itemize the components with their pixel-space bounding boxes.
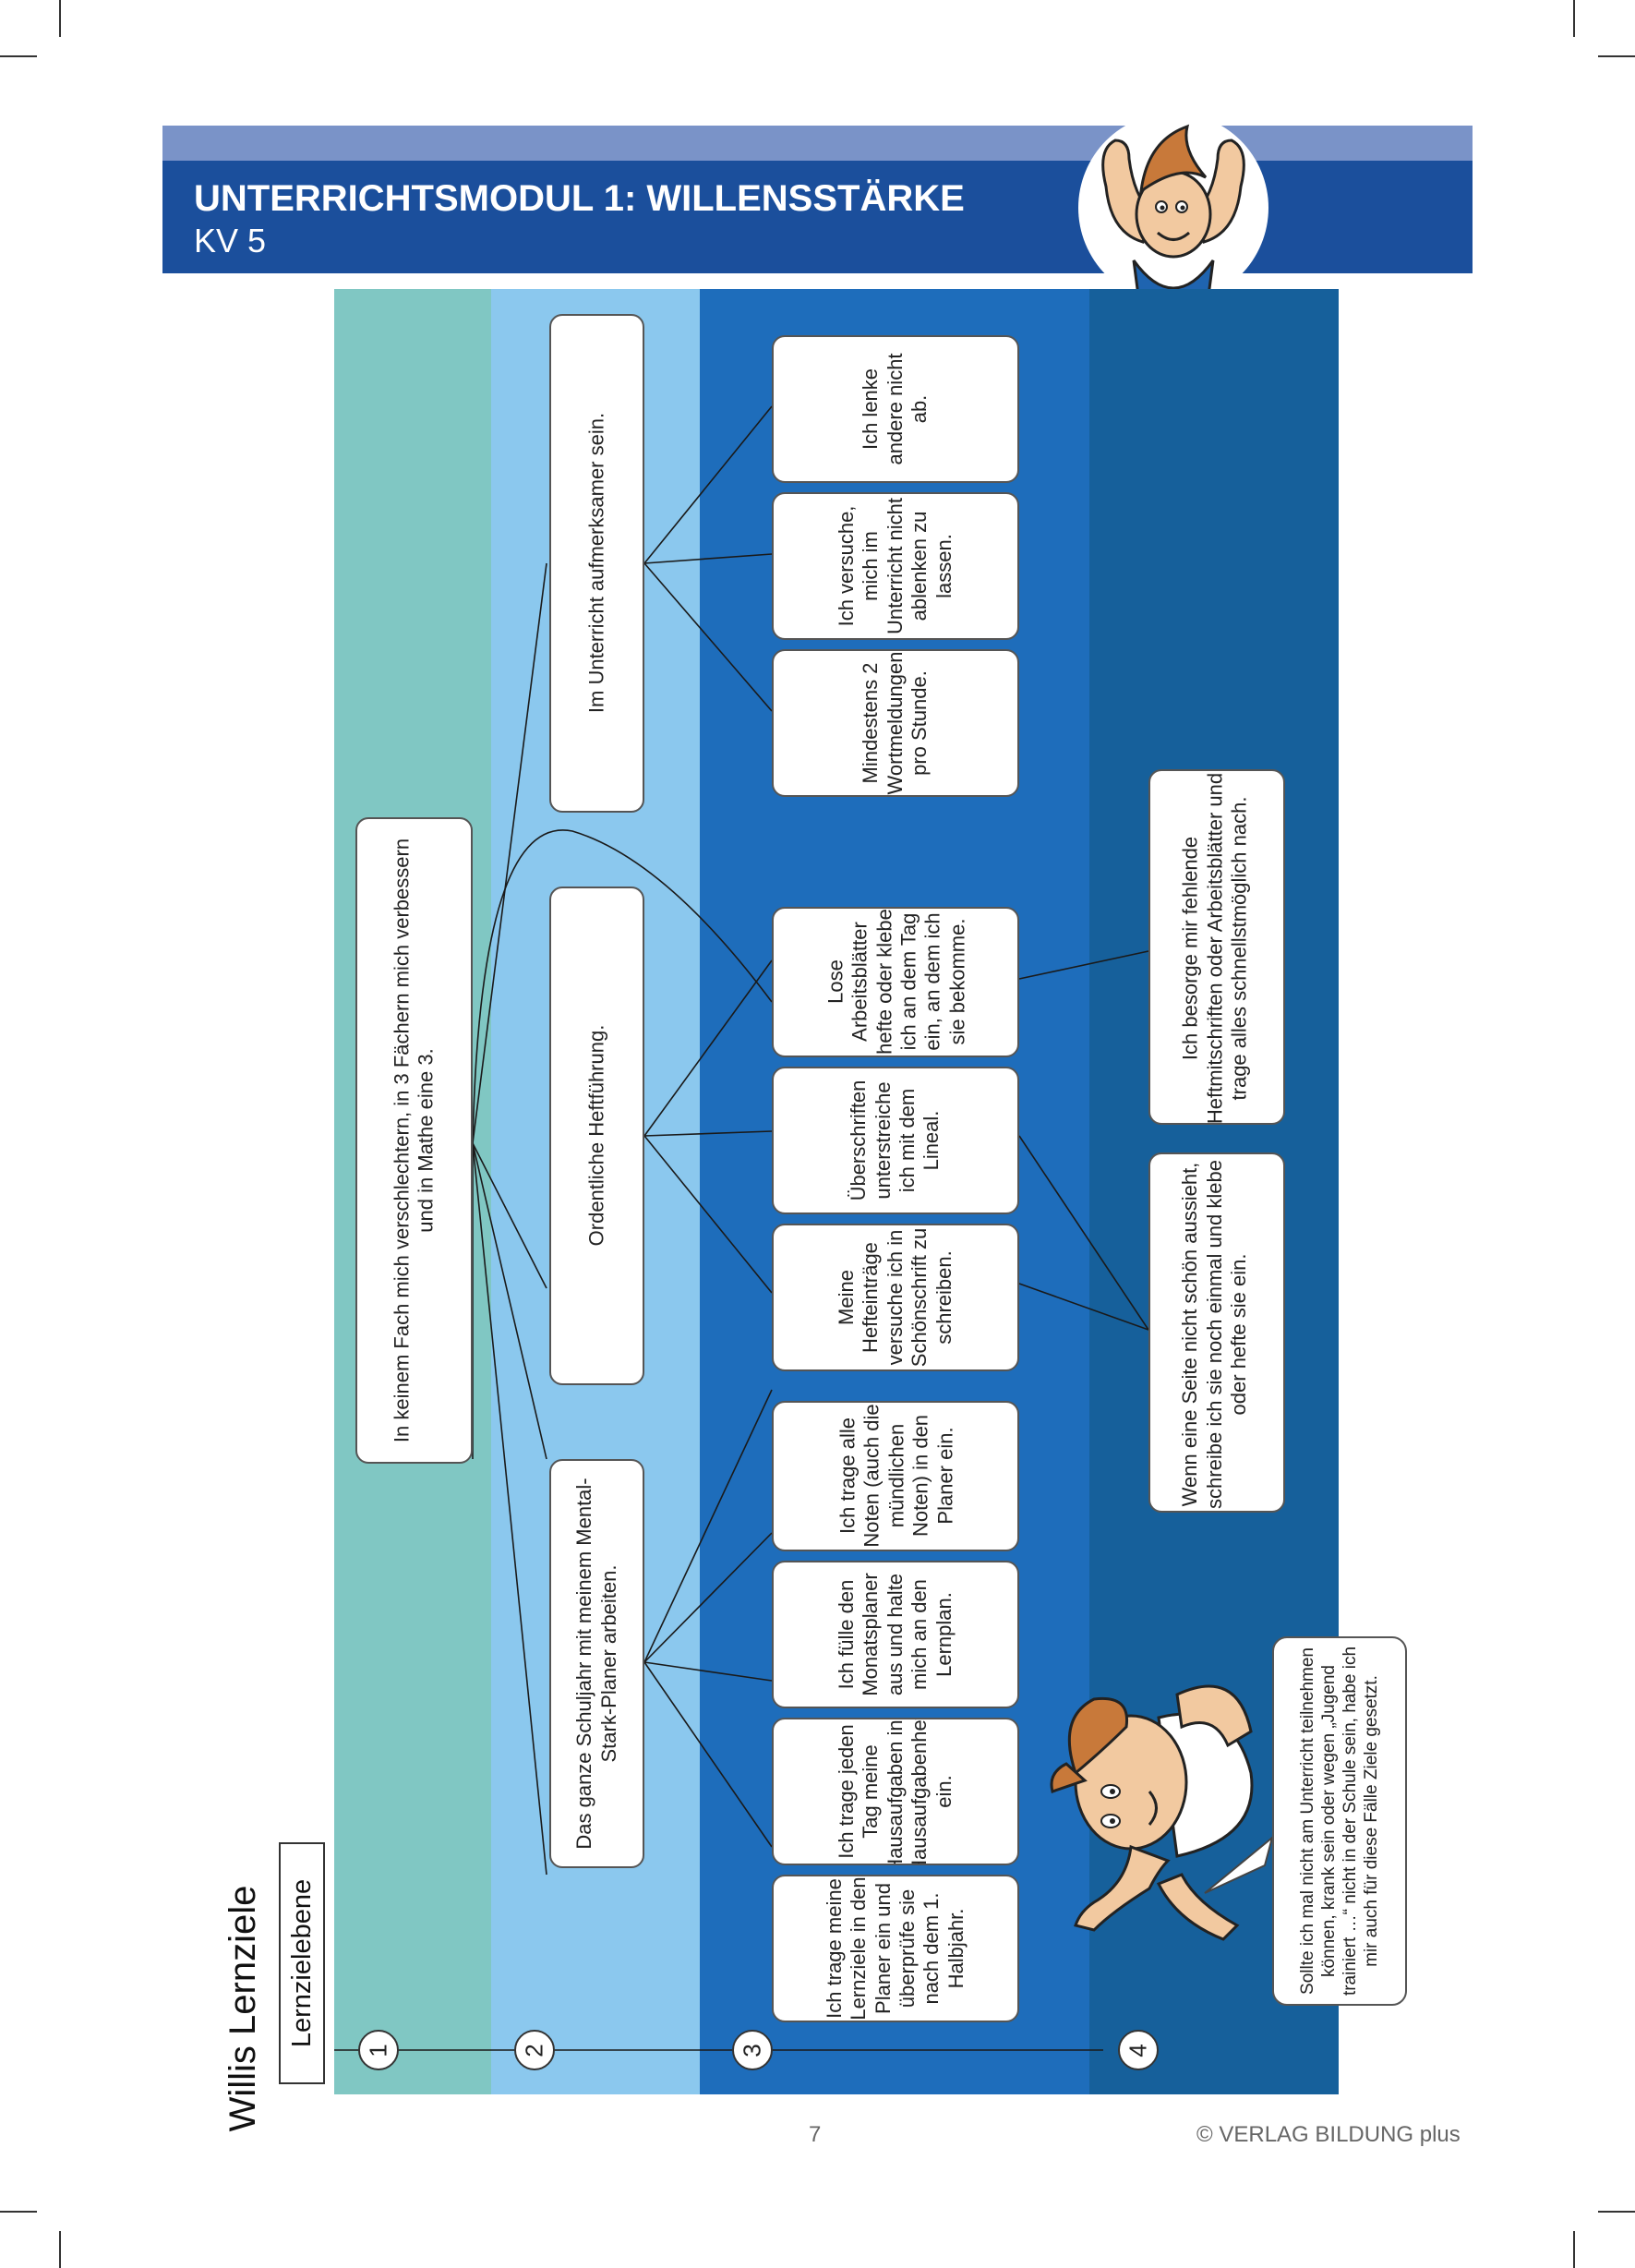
goal-box-level-3: Ich fülle den Monatsplaner aus und halte… (772, 1561, 1019, 1708)
crop-mark (1573, 0, 1575, 37)
page-number: 7 (809, 2122, 822, 2147)
goal-text-level-3: Überschriften unterstreiche ich mit dem … (847, 1080, 944, 1201)
goal-box-level-3: Meine Hefteinträge versuche ich in Schön… (772, 1224, 1019, 1371)
crop-mark (0, 55, 37, 57)
goal-box-level-3: Überschriften unterstreiche ich mit dem … (772, 1067, 1019, 1214)
crop-mark (1598, 55, 1635, 57)
crop-mark (1598, 2211, 1635, 2213)
speech-bubble: Sollte ich mal nicht am Unterricht teiln… (1272, 1636, 1407, 2006)
copyright: © VERLAG BILDUNG plus (1196, 2122, 1461, 2147)
crop-mark (1573, 2231, 1575, 2268)
level-number-4: 4 (1118, 2030, 1159, 2070)
crop-mark (0, 2211, 37, 2213)
goal-text-level-3: Mindestens 2 Wortmeldungen pro Stunde. (859, 651, 932, 795)
module-title: UNTERRICHTSMODUL 1: WILLENSSTÄRKE (194, 178, 965, 219)
goal-text-level-3: Ich fülle den Monatsplaner aus und halte… (835, 1573, 956, 1696)
goal-box-level-2-planner: Das ganze Schuljahr mit meinem Mental-St… (549, 1459, 644, 1868)
module-subtitle: KV 5 (194, 222, 267, 259)
crop-mark (59, 2231, 61, 2268)
goal-text-level-3: Ich trage meine Lernziele in den Planer … (822, 1876, 968, 2021)
goal-text-level-3: Ich versuche, mich im Unterricht nicht a… (835, 498, 956, 634)
goal-text-level-2: Das ganze Schuljahr mit meinem Mental-St… (572, 1478, 620, 1850)
level-label-frame (279, 1842, 325, 2084)
goal-box-level-3: Ich trage jeden Tag meine Hausaufgaben i… (772, 1718, 1019, 1865)
goal-text-level-2: Ordentliche Heftführung. (584, 1024, 608, 1247)
level-number-2: 2 (514, 2030, 555, 2070)
level-number-1: 1 (358, 2030, 399, 2070)
goal-text-level-3: Ich lenke andere nicht ab. (859, 353, 932, 465)
goal-text-level-3: Ich trage alle Noten (auch die mündliche… (836, 1404, 957, 1548)
goal-box-level-3: Ich lenke andere nicht ab. (772, 335, 1019, 483)
goal-box-level-2-notebook: Ordentliche Heftführung. (549, 887, 644, 1385)
goal-text-level-3: Lose Arbeitsblätter hefte oder klebe ich… (824, 909, 969, 1055)
goal-box-level-2-attention: Im Unterricht aufmerksamer sein. (549, 314, 644, 813)
goal-box-level-3: Lose Arbeitsblätter hefte oder klebe ich… (772, 907, 1019, 1057)
goal-box-level-3: Ich versuche, mich im Unterricht nicht a… (772, 492, 1019, 640)
speech-bubble-tail (1204, 1835, 1274, 1894)
level-number-3: 3 (732, 2030, 773, 2070)
header-accent-strip (162, 126, 1473, 161)
goal-box-level-3: Ich trage alle Noten (auch die mündliche… (772, 1401, 1019, 1551)
speech-bubble-text: Sollte ich mal nicht am Unterricht teiln… (1297, 1646, 1382, 1997)
goal-text-level-3: Ich trage jeden Tag meine Hausaufgaben i… (835, 1718, 956, 1865)
goal-box-level-1: In keinem Fach mich verschlechtern, in 3… (355, 817, 473, 1464)
goal-box-level-3: Ich trage meine Lernziele in den Planer … (772, 1875, 1019, 2022)
goal-box-level-4: Wenn eine Seite nicht schön aussieht, sc… (1148, 1152, 1285, 1513)
goal-text-level-4: Ich besorge mir fehlende Heftmitschrifte… (1178, 772, 1251, 1125)
goal-text-level-4: Wenn eine Seite nicht schön aussieht, sc… (1178, 1160, 1251, 1509)
goal-box-level-3: Mindestens 2 Wortmeldungen pro Stunde. (772, 649, 1019, 797)
crop-mark (59, 0, 61, 37)
goal-text-level-2: Im Unterricht aufmerksamer sein. (584, 412, 608, 714)
goal-text-level-1: In keinem Fach mich verschlechtern, in 3… (390, 838, 438, 1443)
goal-box-level-4: Ich besorge mir fehlende Heftmitschrifte… (1148, 769, 1285, 1125)
goal-text-level-3: Meine Hefteinträge versuche ich in Schön… (835, 1227, 956, 1368)
pointing-boy-illustration (1050, 1684, 1254, 1941)
